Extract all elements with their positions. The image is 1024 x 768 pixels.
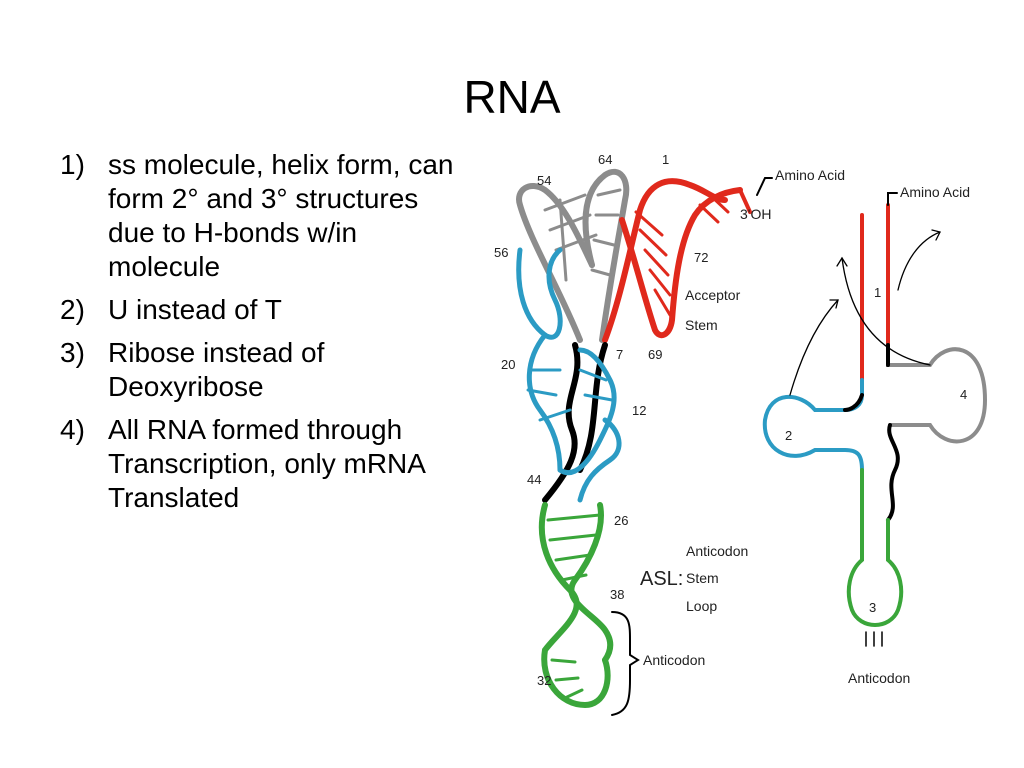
- base-number: 26: [614, 513, 628, 528]
- anticodon-bracket: [611, 611, 640, 716]
- arrow-icon: [897, 231, 941, 291]
- base-number: 72: [694, 250, 708, 265]
- base-number: 54: [537, 173, 551, 188]
- arrow-icon: [829, 299, 839, 309]
- base-number: 32: [537, 673, 551, 688]
- arm-number: 2: [785, 428, 792, 443]
- anticodon-stem-loop-label: Anticodon: [686, 543, 748, 559]
- bullet-list: 1) ss molecule, helix form, can form 2° a…: [60, 148, 460, 524]
- bullet-item: 4) All RNA formed through Transcription, …: [60, 413, 460, 515]
- slide-title: RNA: [463, 71, 561, 123]
- bullet-item: 2) U instead of T: [60, 293, 460, 327]
- base-number: 38: [610, 587, 624, 602]
- bullet-number: 4): [60, 414, 85, 445]
- arrow-icon: [931, 229, 941, 241]
- secondary-labels: Amino Acid 1 2 3 4 Anticodon: [785, 184, 970, 686]
- bullet-text: Ribose instead of Deoxyribose: [108, 337, 325, 402]
- t-arm: [886, 343, 988, 444]
- variable-loop: [886, 423, 900, 522]
- bullet-text: ss molecule, helix form, can form 2° and…: [108, 149, 454, 282]
- arrow-icon: [841, 257, 931, 366]
- d-arm: [762, 378, 864, 472]
- trna-figure: 54 64 1 56 72 20 7 69 12 44 26 38 32 Ami…: [470, 135, 1010, 735]
- acceptor-stem-region: [602, 178, 752, 343]
- base-number: 12: [632, 403, 646, 418]
- bullet-number: 1): [60, 149, 85, 180]
- arrow-icon: [789, 299, 839, 396]
- tertiary-labels: 54 64 1 56 72 20 7 69 12 44 26 38 32 Ami…: [494, 152, 845, 688]
- bullet-number: 2): [60, 294, 85, 325]
- trna-secondary-structure: [762, 192, 988, 647]
- anticodon-stem-loop-label: Loop: [686, 598, 717, 614]
- d-arm-linker: [843, 393, 864, 412]
- bullet-number: 3): [60, 337, 85, 368]
- arrow-icon: [836, 256, 848, 267]
- arm-number: 4: [960, 387, 967, 402]
- bullet-item: 1) ss molecule, helix form, can form 2° a…: [60, 148, 460, 284]
- trna-tertiary-structure: [516, 168, 773, 716]
- anticodon-arm-region: [538, 502, 614, 709]
- asl-label: ASL:: [640, 568, 683, 590]
- t-arm-region: [516, 168, 630, 343]
- base-number: 20: [501, 357, 515, 372]
- base-number: 69: [648, 347, 662, 362]
- anticodon-ticks: [865, 631, 883, 647]
- three-oh-label: 3'OH: [740, 206, 771, 222]
- anticodon-stem-loop-label: Stem: [686, 570, 719, 586]
- base-number: 64: [598, 152, 612, 167]
- bullet-item: 3) Ribose instead of Deoxyribose: [60, 336, 460, 404]
- d-arm-region: [516, 247, 622, 503]
- base-number: 44: [527, 472, 541, 487]
- arm-number: 3: [869, 600, 876, 615]
- anticodon-arm: [846, 468, 904, 627]
- base-number: 7: [616, 347, 623, 362]
- trna-diagram: 54 64 1 56 72 20 7 69 12 44 26 38 32 Ami…: [494, 152, 988, 716]
- stem-label: Stem: [685, 317, 718, 333]
- bullet-text: U instead of T: [108, 294, 282, 325]
- bullet-text: All RNA formed through Transcription, on…: [108, 414, 425, 513]
- anticodon-label: Anticodon: [848, 670, 910, 686]
- base-number: 1: [662, 152, 669, 167]
- anticodon-label: Anticodon: [643, 652, 705, 668]
- base-number: 56: [494, 245, 508, 260]
- linker-region: [542, 342, 608, 503]
- amino-acid-label: Amino Acid: [900, 184, 970, 200]
- acceptor-label: Acceptor: [685, 287, 741, 303]
- amino-acid-hook: [887, 192, 898, 206]
- arm-number: 1: [874, 285, 881, 300]
- amino-acid-label: Amino Acid: [775, 167, 845, 183]
- amino-acid-hook: [756, 177, 773, 196]
